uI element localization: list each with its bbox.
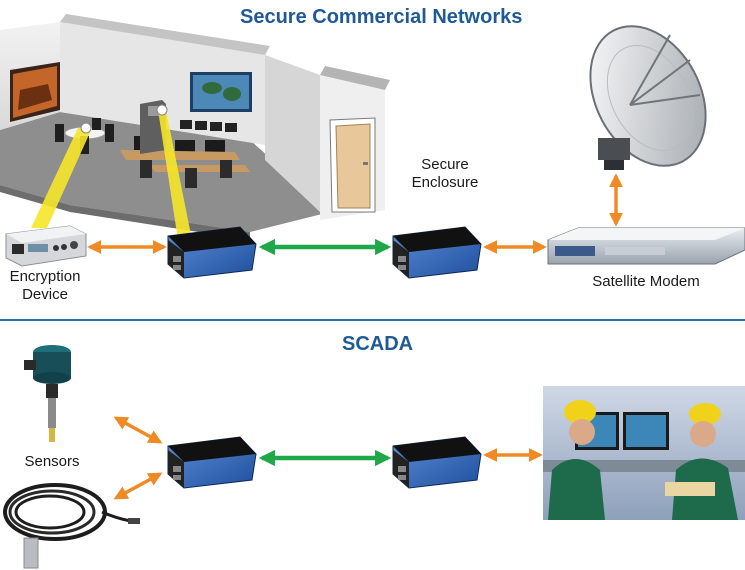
cable-sensor-arrow [113, 472, 163, 500]
secure-enclosure-label: Secure Enclosure [402, 156, 488, 192]
encryption-device-label-line2: Device [22, 286, 68, 303]
media-converter-1 [167, 226, 257, 279]
satellite-modem [547, 227, 745, 265]
encryption-device [5, 225, 87, 267]
scada-title: SCADA [342, 333, 414, 355]
media-converter-4 [392, 436, 482, 489]
secure-commercial-networks-title: Secure Commercial Networks [240, 6, 523, 28]
media-converter-3 [167, 436, 257, 489]
media-converter-2 [392, 226, 482, 279]
level-sensor-arrow [113, 416, 163, 444]
video-wall-screen [10, 62, 60, 122]
satellite-dish [589, 25, 707, 170]
office-building-illustration [0, 14, 390, 240]
door-icon [329, 117, 376, 213]
level-sensor [24, 345, 71, 442]
encryption-device-label-line1: Encryption [9, 268, 81, 285]
satellite-modem-label: Satellite Modem [592, 273, 700, 290]
encryption-device-label: Encryption Device [2, 268, 88, 304]
world-map-screen [190, 72, 252, 112]
link-arrows [87, 173, 623, 500]
sensors-label: Sensors [24, 453, 80, 470]
cable-sensor [3, 483, 140, 569]
control-room-operators [543, 386, 745, 520]
secure-enclosure-label-line1: Secure [421, 156, 469, 173]
highlight-beams [31, 104, 192, 240]
secure-enclosure-label-line2: Enclosure [411, 174, 479, 191]
